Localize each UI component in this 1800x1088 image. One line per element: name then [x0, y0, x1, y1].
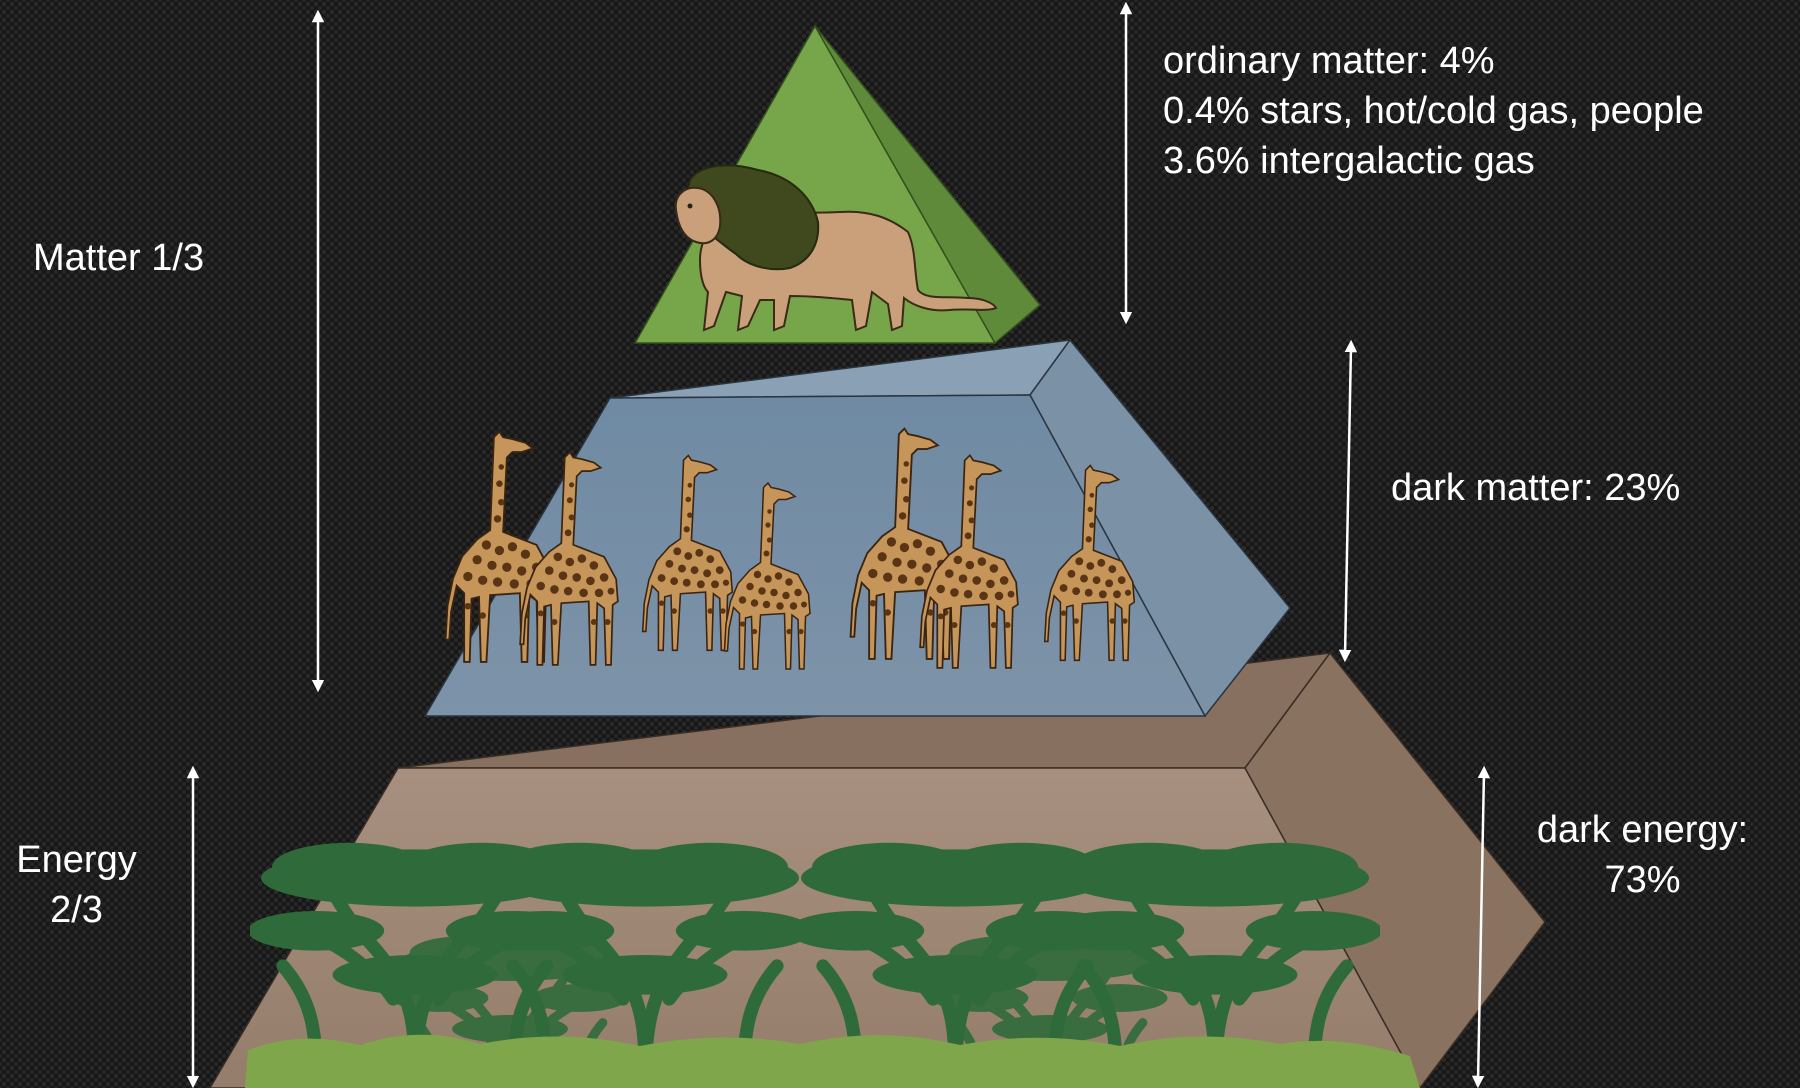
matter-label: Matter 1/3: [33, 233, 204, 283]
dark-energy-label: dark energy: 73%: [1505, 805, 1780, 905]
dark-matter-tier: [425, 340, 1290, 716]
dark-energy-line1: dark energy:: [1505, 805, 1780, 855]
ordinary-matter-tier: [635, 26, 1040, 343]
dark-matter-label: dark matter: 23%: [1391, 463, 1680, 513]
ordinary-matter-line1: ordinary matter: 4%: [1163, 36, 1704, 86]
dark-energy-line2: 73%: [1505, 855, 1780, 905]
dark-energy-tier: [210, 653, 1545, 1088]
ordinary-matter-label: ordinary matter: 4% 0.4% stars, hot/cold…: [1163, 36, 1704, 186]
dark-matter-arrow: [1345, 346, 1351, 656]
grass-strip: [245, 1035, 1420, 1088]
ordinary-matter-line2: 0.4% stars, hot/cold gas, people: [1163, 86, 1704, 136]
ordinary-matter-line3: 3.6% intergalactic gas: [1163, 136, 1704, 186]
energy-label-line1: Energy: [4, 835, 149, 885]
energy-label-line2: 2/3: [4, 885, 149, 935]
energy-label: Energy 2/3: [4, 835, 149, 935]
